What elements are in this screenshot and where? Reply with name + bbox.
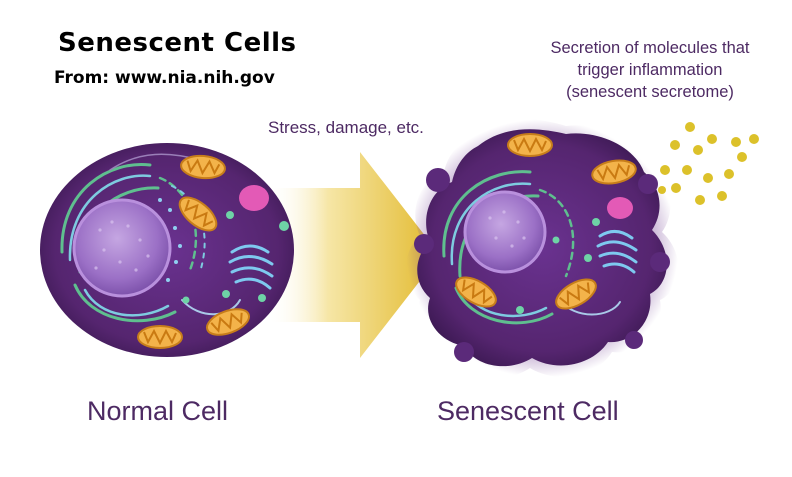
secretion-line-3: (senescent secretome) <box>566 83 734 101</box>
secretion-line-1: Secretion of molecules that <box>550 39 750 57</box>
secretion-line-2: trigger inflammation <box>577 61 723 79</box>
senescent-cell <box>405 119 679 378</box>
senescent-golgi <box>596 230 638 274</box>
secretome-dots <box>658 122 759 205</box>
golgi <box>228 244 274 290</box>
lysosome <box>239 185 269 211</box>
senescent-cell-label: Senescent Cell <box>437 396 619 426</box>
source-credit: From: www.nia.nih.gov <box>54 68 275 88</box>
nucleus <box>72 198 172 298</box>
diagram-title: Senescent Cells <box>58 28 297 58</box>
secretion-label: Secretion of molecules that trigger infl… <box>514 37 786 103</box>
normal-cell-label: Normal Cell <box>87 396 229 426</box>
senescent-lysosome <box>607 197 633 219</box>
senescent-nucleus <box>463 190 547 274</box>
stress-label: Stress, damage, etc. <box>268 118 424 137</box>
normal-cell <box>40 143 294 357</box>
transition-arrow <box>268 152 440 358</box>
